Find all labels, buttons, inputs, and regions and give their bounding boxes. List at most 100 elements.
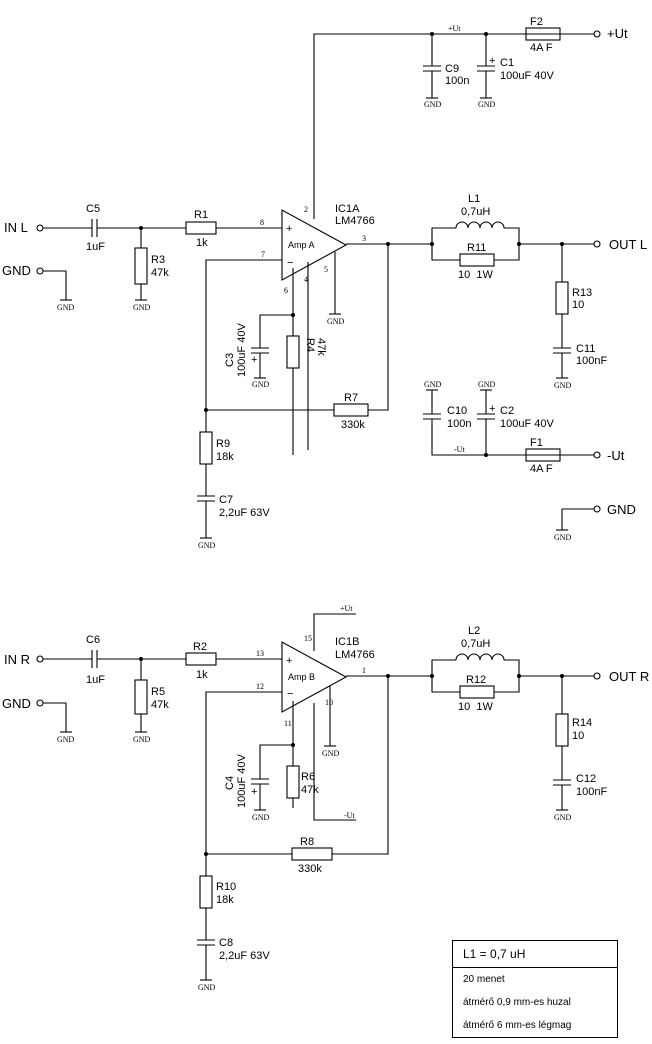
gnd-tag: GND [198,983,216,992]
capacitor-c6 [91,650,98,668]
r2-label: R2 [193,641,207,653]
c7-value: 2,2uF 63V [219,507,270,519]
gnd-out-terminal[interactable] [593,505,601,513]
c6-value: 1uF [86,674,105,686]
c4-value: 100uF 40V [236,754,248,808]
resistor-r10 [199,875,213,909]
right-channel: IN R GND GND C6 1uF GND R5 47k R2 1k 13 … [2,604,649,992]
ic1b-part: LM4766 [335,649,375,661]
resistor-r13 [555,281,569,315]
out-l-label: OUT L [609,237,647,252]
ic1b-label: IC1B [335,636,359,648]
r12-label: R12 [466,674,486,686]
gnd-tag: GND [133,303,151,312]
resistor-r7 [333,403,369,417]
r6-value: 47k [301,784,319,796]
plus-sign: + [286,223,292,235]
gnd-tag: GND [554,381,572,390]
c8-label: C8 [219,937,233,949]
ic1a-label: IC1A [335,203,360,215]
pin-label: 11 [284,719,292,728]
l1-label: L1 [468,193,480,205]
c10-value: 100n [447,418,471,430]
r7-label: R7 [344,392,358,404]
c9-label: C9 [445,63,459,75]
plus-ut-terminal[interactable] [593,30,601,38]
resistor-r2 [185,652,217,666]
net-plus-ut: +Ut [448,24,461,33]
capacitor-c12 [553,779,571,786]
r10-value: 18k [216,894,234,906]
net-minus-ut: -Ut [344,811,355,820]
l2-value: 0,7uH [461,638,490,650]
minus-ut-terminal[interactable] [593,451,601,459]
c3-label: C3 [224,353,236,367]
opamp-b [281,641,348,713]
r14-value: 10 [572,730,584,742]
c1-label: C1 [500,57,514,69]
polarity-sign: + [251,354,257,366]
gnd-tag: GND [424,380,442,389]
resistor-r6 [286,765,300,799]
pin-label: 2 [304,205,308,214]
c2-label: C2 [500,405,514,417]
out-l-terminal[interactable] [593,240,601,248]
capacitor-c5 [91,219,98,237]
gnd-out-label: GND [607,502,636,517]
gnd-tag: GND [327,317,345,326]
c7-label: C7 [219,494,233,506]
r11-label: R11 [467,242,486,254]
pin-label: 5 [324,265,328,274]
net-plus-ut: +Ut [340,604,353,613]
gnd-tag: GND [198,541,216,550]
r3-value: 47k [151,267,169,279]
l1-value: 0,7uH [461,206,490,218]
capacitor-c10 [423,413,441,420]
resistor-r8 [291,847,333,861]
amp-a-label: Amp A [288,240,315,250]
inductor-l2 [455,653,505,661]
r12-value: 10 1W [458,701,493,713]
r11-value: 10 1W [458,269,493,281]
gnd-tag: GND [252,380,270,389]
power-supply-negative: GND C10 100n -Ut GND + C2 100uF 40V F1 4… [423,380,636,542]
gnd-r-terminal[interactable] [36,699,44,707]
gnd-tag: GND [133,735,151,744]
out-r-terminal[interactable] [593,672,601,680]
gnd-tag: GND [424,100,442,109]
f1-value: 4A F [530,463,553,475]
minus-sign: − [287,257,293,269]
capacitor-c3 [251,347,269,354]
c9-value: 100n [445,75,469,87]
in-r-terminal[interactable] [36,655,44,663]
r5-label: R5 [151,686,165,698]
c12-value: 100nF [576,786,607,798]
opamp-a [281,209,348,281]
resistor-r9 [199,431,213,465]
r4-value: 47k [315,338,327,356]
inductor-l1 [455,221,505,229]
gnd-tag: GND [554,533,572,542]
gnd-tag: GND [478,380,496,389]
c3-value: 100uF 40V [236,323,248,377]
capacitor-c7 [197,495,215,502]
resistor-r5 [134,679,148,715]
pin-label: 6 [284,286,288,295]
capacitor-c8 [197,939,215,946]
r1-value: 1k [196,237,208,249]
gnd-l-terminal[interactable] [36,267,44,275]
gnd-tag: GND [252,813,270,822]
f1-label: F1 [530,437,543,449]
resistor-r11 [459,253,495,267]
net-minus-ut: -Ut [454,445,465,454]
plus-sign: + [286,655,292,667]
gnd-tag: GND [478,100,496,109]
inductor-note-box: L1 = 0,7 uH 20 menet átmérő 0,9 mm-es hu… [452,940,618,1038]
resistor-r1 [185,221,217,235]
in-l-terminal[interactable] [36,224,44,232]
in-r-label: IN R [4,652,30,667]
r9-label: R9 [216,438,230,450]
c2-value: 100uF 40V [500,418,554,430]
c10-label: C10 [447,405,467,417]
